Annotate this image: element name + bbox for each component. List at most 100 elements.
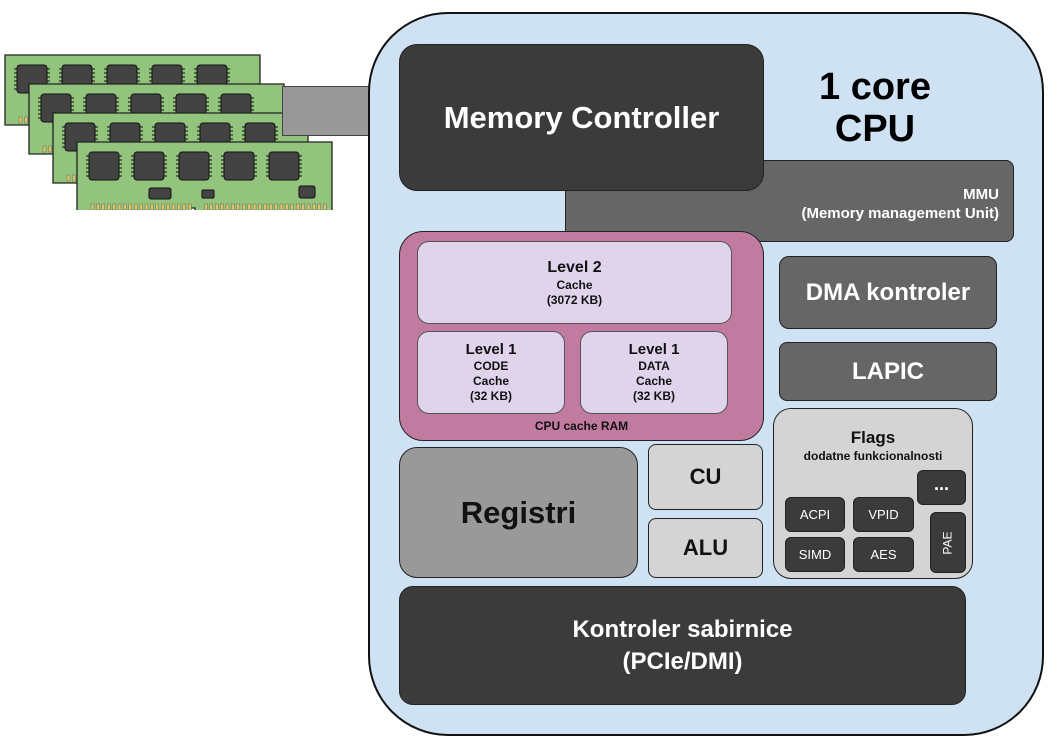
dma-label: DMA kontroler (805, 278, 971, 306)
ram-contact (96, 203, 100, 210)
ram-contact (279, 203, 284, 210)
bus-line1: Kontroler sabirnice (572, 615, 793, 643)
cpu-title: 1 core CPU (780, 66, 970, 150)
ram-contact (296, 203, 300, 210)
ram-chip (178, 151, 210, 181)
l2-line1: Cache (556, 277, 593, 292)
l1-data-cache-block: Level 1 DATA Cache (32 KB) (580, 331, 728, 414)
flag-simd: SIMD (785, 537, 845, 572)
ram-contact (177, 203, 181, 210)
memory-controller-label: Memory Controller (443, 99, 720, 135)
ram-contact (72, 174, 76, 182)
ram-contact (241, 203, 246, 210)
ram-contact (166, 203, 170, 210)
l2-title: Level 2 (547, 258, 602, 276)
flags-title: Flags (850, 428, 896, 447)
ram-contact (123, 203, 127, 210)
flag-acpi-label: ACPI (799, 507, 831, 522)
ram-contact (42, 145, 47, 153)
ram-small-chip (201, 189, 215, 199)
ram-chip (133, 151, 165, 181)
ram-contact (101, 203, 106, 210)
ram-contact (171, 203, 176, 210)
ram-contact (306, 203, 311, 210)
ram-contact (214, 203, 219, 210)
flag-more: ... (917, 470, 966, 505)
flag-pae: PAE (930, 512, 966, 573)
flag-more-label: ... (933, 474, 949, 494)
ram-contact (247, 203, 251, 210)
l1-code-line3: (32 KB) (469, 389, 512, 403)
ram-contact (220, 203, 224, 210)
l1-code-line1: CODE (473, 359, 509, 373)
cpu-title-line2: CPU (834, 108, 916, 150)
registers-block: Registri (399, 447, 638, 578)
ram-modules-illustration (4, 54, 333, 210)
ram-contact (144, 203, 149, 210)
ram-contact (18, 116, 23, 124)
ram-contact (290, 203, 294, 210)
alu-block: ALU (648, 518, 763, 578)
flags-subtitle: dodatne funkcionalnosti (803, 449, 943, 463)
cache-caption: CPU cache RAM (534, 419, 629, 433)
l2-line2: (3072 KB) (546, 292, 603, 307)
l1-code-title: Level 1 (465, 341, 517, 358)
memory-controller-block: Memory Controller (399, 44, 764, 191)
ram-contact (285, 203, 289, 210)
ram-small-chip (148, 187, 172, 200)
ram-contact (139, 203, 143, 210)
l1-data-title: Level 1 (628, 341, 680, 358)
ram-contact (269, 203, 273, 210)
ram-contact (117, 203, 122, 210)
bus-controller-block: Kontroler sabirnice (PCIe/DMI) (399, 586, 966, 705)
ram-chip (268, 151, 300, 181)
l2-cache-block: Level 2 Cache (3072 KB) (417, 241, 732, 324)
ram-contact (204, 203, 208, 210)
cu-label: CU (689, 464, 722, 489)
flag-vpid: VPID (853, 497, 914, 532)
flag-acpi: ACPI (785, 497, 845, 532)
lapic-block: LAPIC (779, 342, 997, 401)
ram-contact (106, 203, 111, 210)
flag-aes: AES (853, 537, 914, 572)
ram-contact (323, 203, 327, 210)
ram-contact (301, 203, 305, 210)
ram-contact (112, 203, 116, 210)
dma-controller-block: DMA kontroler (779, 256, 997, 329)
flag-aes-label: AES (870, 547, 897, 562)
ram-contact (231, 203, 235, 210)
flag-vpid-label: VPID (868, 507, 899, 522)
ram-contact (66, 174, 71, 182)
l1-data-line3: (32 KB) (632, 389, 675, 403)
ram-contact (252, 203, 257, 210)
ram-contact (236, 203, 241, 210)
ram-contact (133, 203, 138, 210)
ram-small-chip (298, 185, 316, 199)
ram-contact (182, 203, 187, 210)
bus-line2: (PCIe/DMI) (622, 647, 743, 675)
ram-contact (187, 203, 192, 210)
lapic-label: LAPIC (852, 357, 924, 385)
flag-simd-label: SIMD (798, 547, 832, 562)
l1-code-cache-block: Level 1 CODE Cache (32 KB) (417, 331, 565, 414)
alu-label: ALU (682, 535, 729, 560)
registers-label: Registri (460, 494, 577, 530)
ram-contact (263, 203, 267, 210)
ram-contact (258, 203, 262, 210)
l1-data-line1: DATA (638, 359, 670, 373)
cpu-title-line1: 1 core (819, 66, 931, 108)
ram-module (76, 141, 333, 210)
ram-contact (90, 203, 95, 210)
ram-contact (155, 203, 160, 210)
ram-contact (312, 203, 316, 210)
ram-contact (48, 145, 52, 153)
ram-contact (160, 203, 165, 210)
ram-contact (150, 203, 154, 210)
flag-pae-label: PAE (941, 530, 955, 555)
ram-contact (317, 203, 321, 210)
ram-contact (24, 116, 28, 124)
ram-contact (128, 203, 133, 210)
l1-data-line2: Cache (635, 374, 673, 388)
ram-contact (209, 203, 214, 210)
ram-chip (223, 151, 255, 181)
